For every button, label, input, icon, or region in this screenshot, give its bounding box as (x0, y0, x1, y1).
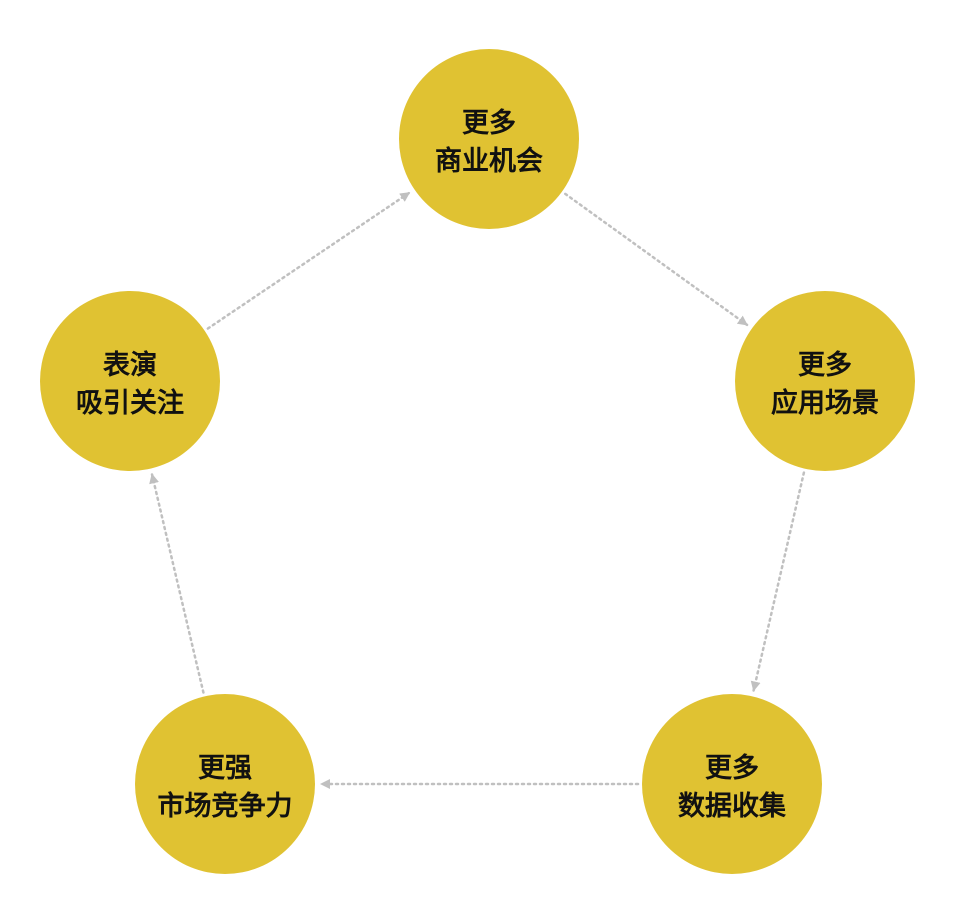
node-label-line1-data: 更多 (705, 753, 759, 784)
node-label-line1-competitiveness: 更强 (198, 753, 252, 784)
arrow-competitiveness-to-attention (149, 473, 205, 694)
arrow-attention-to-business (206, 191, 411, 330)
node-label-line2-competitiveness: 市场竞争力 (158, 790, 293, 822)
node-label-line1-scenarios: 更多 (798, 350, 852, 381)
node-label-line2-scenarios: 应用场景 (771, 387, 879, 419)
node-label-line2-attention: 吸引关注 (76, 387, 184, 419)
node-label-line2-business: 商业机会 (435, 146, 543, 177)
node-circle-scenarios (735, 291, 915, 471)
node-label-line1-attention: 表演 (103, 349, 157, 381)
edges-layer (149, 191, 806, 789)
node-circle-data (642, 694, 822, 874)
node-circle-competitiveness (135, 694, 315, 874)
node-circle-business (399, 49, 579, 229)
arrow-business-to-scenarios (564, 192, 749, 327)
node-label-line1-business: 更多 (462, 108, 516, 139)
node-label-line2-data: 数据收集 (678, 790, 787, 822)
node-circle-attention (40, 291, 220, 471)
arrow-scenarios-to-data (750, 471, 806, 692)
